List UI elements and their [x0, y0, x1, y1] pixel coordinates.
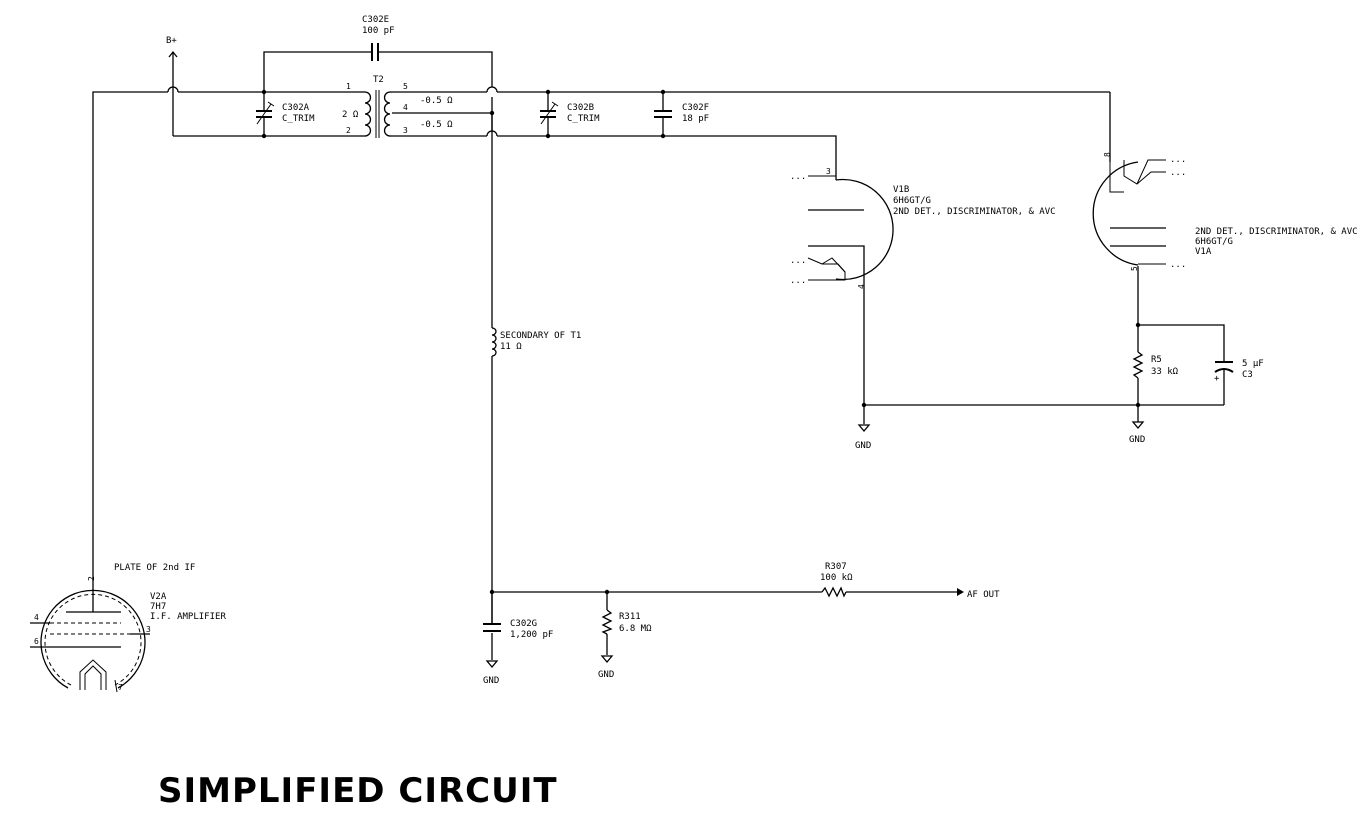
inductor-t1-secondary: SECONDARY OF T1 11 Ω — [491, 327, 581, 357]
svg-text:GND: GND — [483, 676, 499, 686]
trimmer-capacitor-c302b: C302B C_TRIM — [540, 92, 600, 136]
gnd-symbol-v1b: GND — [855, 424, 871, 451]
svg-text:R307: R307 — [825, 562, 847, 572]
gnd-symbol-r311: GND — [598, 655, 614, 680]
svg-text:7H7: 7H7 — [150, 602, 166, 612]
tube-v1a: ... ... ... 8 5 2ND DET., DISCRIMINATOR,… — [1092, 152, 1358, 271]
svg-text:3: 3 — [403, 126, 408, 135]
svg-text:GND: GND — [855, 441, 871, 451]
svg-text:+: + — [1214, 374, 1220, 384]
svg-text:3: 3 — [146, 625, 151, 634]
svg-text:7: 7 — [118, 683, 123, 692]
resistor-r311: R311 6.8 MΩ — [601, 609, 652, 635]
svg-text:...: ... — [790, 256, 806, 266]
svg-text:5: 5 — [403, 82, 408, 91]
svg-text:C_TRIM: C_TRIM — [282, 114, 315, 124]
tube-v2a: 2 4 6 3 7 PLATE OF 2nd IF V2A 7H7 I.F. A… — [30, 563, 226, 693]
svg-text:6: 6 — [34, 637, 39, 646]
svg-text:100 pF: 100 pF — [362, 26, 395, 36]
svg-text:I.F. AMPLIFIER: I.F. AMPLIFIER — [150, 612, 226, 622]
svg-text:5: 5 — [1130, 266, 1139, 271]
svg-text:C_TRIM: C_TRIM — [567, 114, 600, 124]
svg-text:33 kΩ: 33 kΩ — [1151, 367, 1179, 377]
svg-text:18 pF: 18 pF — [682, 114, 709, 124]
svg-text:GND: GND — [1129, 435, 1145, 445]
svg-text:1,200 pF: 1,200 pF — [510, 630, 553, 640]
svg-text:...: ... — [790, 276, 806, 286]
svg-text:2: 2 — [87, 576, 96, 581]
page-title: SIMPLIFIED CIRCUIT — [158, 771, 558, 811]
svg-text:SECONDARY OF T1: SECONDARY OF T1 — [500, 331, 581, 341]
svg-text:GND: GND — [598, 670, 614, 680]
gnd-symbol-v1a: GND — [1129, 421, 1145, 445]
svg-text:R5: R5 — [1151, 355, 1162, 365]
svg-text:...: ... — [1170, 168, 1186, 178]
svg-text:C3: C3 — [1242, 370, 1253, 380]
svg-text:...: ... — [790, 172, 806, 182]
transformer-t2: T2 1 2 5 4 3 2 Ω -0.5 Ω -0.5 Ω — [342, 75, 453, 138]
svg-text:C302F: C302F — [682, 103, 709, 113]
svg-text:V2A: V2A — [150, 592, 167, 602]
svg-text:5 µF: 5 µF — [1242, 359, 1264, 369]
svg-text:11 Ω: 11 Ω — [500, 342, 522, 352]
svg-text:8: 8 — [1103, 152, 1112, 157]
svg-text:2ND DET., DISCRIMINATOR, & AVC: 2ND DET., DISCRIMINATOR, & AVC — [893, 207, 1056, 217]
capacitor-c302g: C302G 1,200 pF — [483, 592, 553, 640]
svg-text:2ND DET., DISCRIMINATOR, & AVC: 2ND DET., DISCRIMINATOR, & AVC — [1195, 227, 1358, 237]
b-plus-label: B+ — [166, 36, 177, 46]
svg-text:100 kΩ: 100 kΩ — [820, 573, 853, 583]
svg-text:-0.5 Ω: -0.5 Ω — [420, 120, 453, 130]
svg-text:R311: R311 — [619, 612, 641, 622]
capacitor-c302e: C302E 100 pF — [362, 15, 395, 61]
svg-text:V1B: V1B — [893, 185, 909, 195]
capacitor-c3: + 5 µF C3 — [1214, 358, 1264, 384]
trimmer-capacitor-c302a: C302A C_TRIM — [256, 92, 315, 136]
gnd-symbol-c302g: GND — [483, 660, 499, 686]
resistor-r307: R307 100 kΩ — [820, 562, 853, 598]
svg-text:4: 4 — [34, 613, 39, 622]
svg-text:2: 2 — [346, 126, 351, 135]
svg-text:4: 4 — [857, 284, 866, 289]
svg-text:6.8 MΩ: 6.8 MΩ — [619, 624, 652, 634]
svg-text:4: 4 — [403, 103, 408, 112]
svg-text:...: ... — [1170, 155, 1186, 165]
svg-text:6H6GT/G: 6H6GT/G — [893, 196, 931, 206]
tube-v1b: ... ... ... 3 4 V1B 6H6GT/G 2ND DET., DI… — [790, 167, 1056, 289]
svg-text:3: 3 — [826, 167, 831, 176]
capacitor-c302f: C302F 18 pF — [654, 92, 709, 136]
svg-text:2 Ω: 2 Ω — [342, 110, 359, 120]
svg-text:V1A: V1A — [1195, 247, 1212, 257]
af-out-label: AF OUT — [967, 590, 1000, 600]
svg-text:-0.5 Ω: -0.5 Ω — [420, 96, 453, 106]
svg-text:1: 1 — [346, 82, 351, 91]
svg-text:C302A: C302A — [282, 103, 310, 113]
svg-text:C302G: C302G — [510, 619, 537, 629]
svg-text:PLATE OF 2nd IF: PLATE OF 2nd IF — [114, 563, 195, 573]
svg-text:C302B: C302B — [567, 103, 594, 113]
junction-dots — [261, 89, 1141, 595]
svg-text:T2: T2 — [373, 75, 384, 85]
svg-text:...: ... — [1170, 260, 1186, 270]
svg-text:6H6GT/G: 6H6GT/G — [1195, 237, 1233, 247]
b-plus-symbol: B+ — [166, 36, 178, 58]
resistor-r5: R5 33 kΩ — [1132, 351, 1179, 379]
svg-text:C302E: C302E — [362, 15, 389, 25]
wires — [92, 51, 1225, 660]
